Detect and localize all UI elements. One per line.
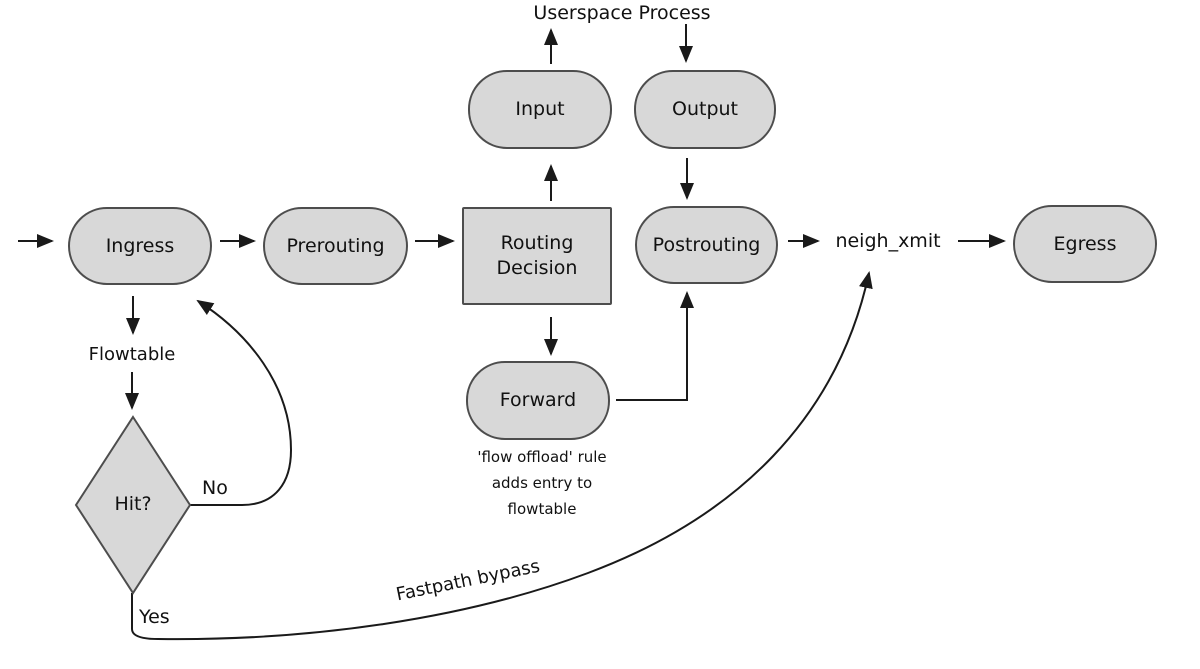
arrow-hit-no-to-ingress [190, 299, 293, 506]
flow-offload-note: 'flow offload' rule adds entry to flowta… [477, 448, 607, 518]
arrow-forward-to-postrouting [616, 291, 694, 401]
node-ingress-label: Ingress [105, 234, 175, 257]
arrow-hit-yes-fastpath-to-neigh-xmit [131, 271, 873, 641]
node-postrouting: Postrouting [635, 206, 778, 284]
hit-decision-diamond [74, 415, 192, 595]
userspace-process-label: Userspace Process [533, 2, 711, 24]
node-input: Input [468, 70, 612, 149]
node-prerouting-label: Prerouting [286, 234, 385, 257]
flowtable-label: Flowtable [88, 344, 176, 365]
node-prerouting: Prerouting [263, 207, 408, 285]
node-input-label: Input [515, 98, 565, 121]
node-ingress: Ingress [68, 207, 212, 285]
node-egress-label: Egress [1053, 232, 1117, 255]
node-forward: Forward [466, 361, 610, 440]
neigh-xmit-label: neigh_xmit [835, 230, 941, 252]
node-routing-decision-label: Routing Decision [496, 232, 578, 279]
node-egress: Egress [1013, 205, 1157, 283]
node-output-label: Output [672, 98, 738, 121]
node-postrouting-label: Postrouting [652, 233, 761, 256]
node-routing-decision: Routing Decision [462, 207, 612, 305]
node-forward-label: Forward [499, 389, 577, 412]
hit-label: Hit? [114, 493, 152, 515]
node-output: Output [634, 70, 776, 149]
yes-branch-label: Yes [139, 606, 170, 628]
no-branch-label: No [202, 477, 228, 499]
